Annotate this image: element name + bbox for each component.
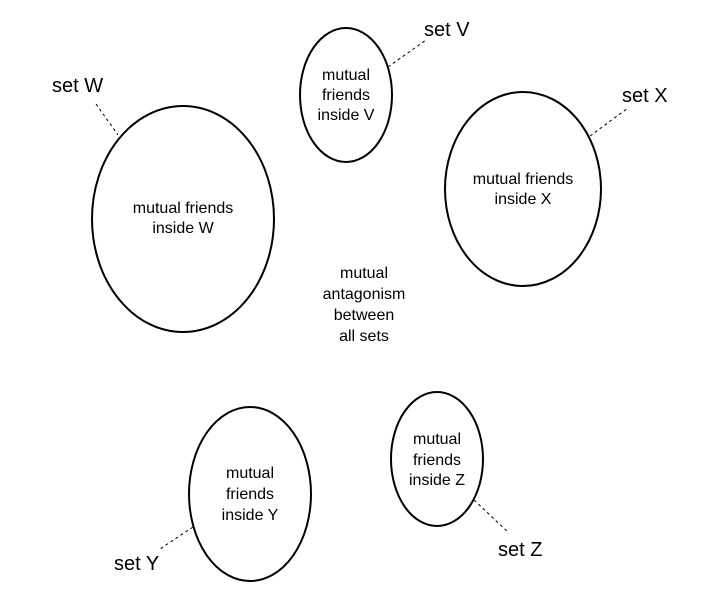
set-v-leader (387, 39, 427, 68)
set-z-label: set Z (498, 539, 542, 561)
set-y-label: set Y (114, 553, 159, 575)
set-x-group: set X mutual friends inside X (444, 85, 668, 287)
set-x-inner-line-1: mutual friends (473, 171, 574, 188)
set-w-inner-line-1: mutual friends (133, 200, 234, 217)
set-w-ellipse (91, 105, 275, 333)
set-y-leader (159, 526, 194, 550)
center-line-2: antagonism (323, 286, 406, 303)
set-y-inner-line-3: inside Y (222, 507, 279, 524)
set-y-ellipse (188, 406, 312, 582)
set-x-ellipse (444, 91, 602, 287)
set-w-inner-line-2: inside W (152, 220, 214, 237)
set-z-inner-line-3: inside Z (409, 472, 465, 489)
set-z-leader (473, 499, 510, 534)
set-y-inner-line-2: friends (226, 486, 274, 503)
set-v-ellipse (299, 27, 393, 163)
center-line-1: mutual (340, 265, 388, 282)
set-z-group: set Z mutual friends inside Z (390, 391, 542, 561)
set-v-group: set V mutual friends inside V (299, 19, 470, 163)
set-x-inner-line-2: inside X (495, 191, 552, 208)
set-v-inner-line-3: inside V (318, 107, 375, 124)
set-x-leader (589, 107, 629, 137)
set-v-inner-line-1: mutual (322, 67, 370, 84)
set-y-group: set Y mutual friends inside Y (114, 406, 312, 582)
set-y-inner-line-1: mutual (226, 465, 274, 482)
set-w-label: set W (52, 75, 103, 97)
center-line-3: between (334, 307, 395, 324)
set-v-inner-line-2: friends (322, 87, 370, 104)
set-z-inner-line-2: friends (413, 452, 461, 469)
set-w-group: set W mutual friends inside W (52, 75, 275, 333)
set-z-ellipse (390, 391, 484, 527)
center-line-4: all sets (339, 328, 389, 345)
center-text-group: mutual antagonism between all sets (323, 265, 406, 345)
set-z-inner-line-1: mutual (413, 431, 461, 448)
set-x-label: set X (622, 85, 668, 107)
set-w-leader (95, 103, 119, 136)
set-v-label: set V (424, 19, 470, 41)
